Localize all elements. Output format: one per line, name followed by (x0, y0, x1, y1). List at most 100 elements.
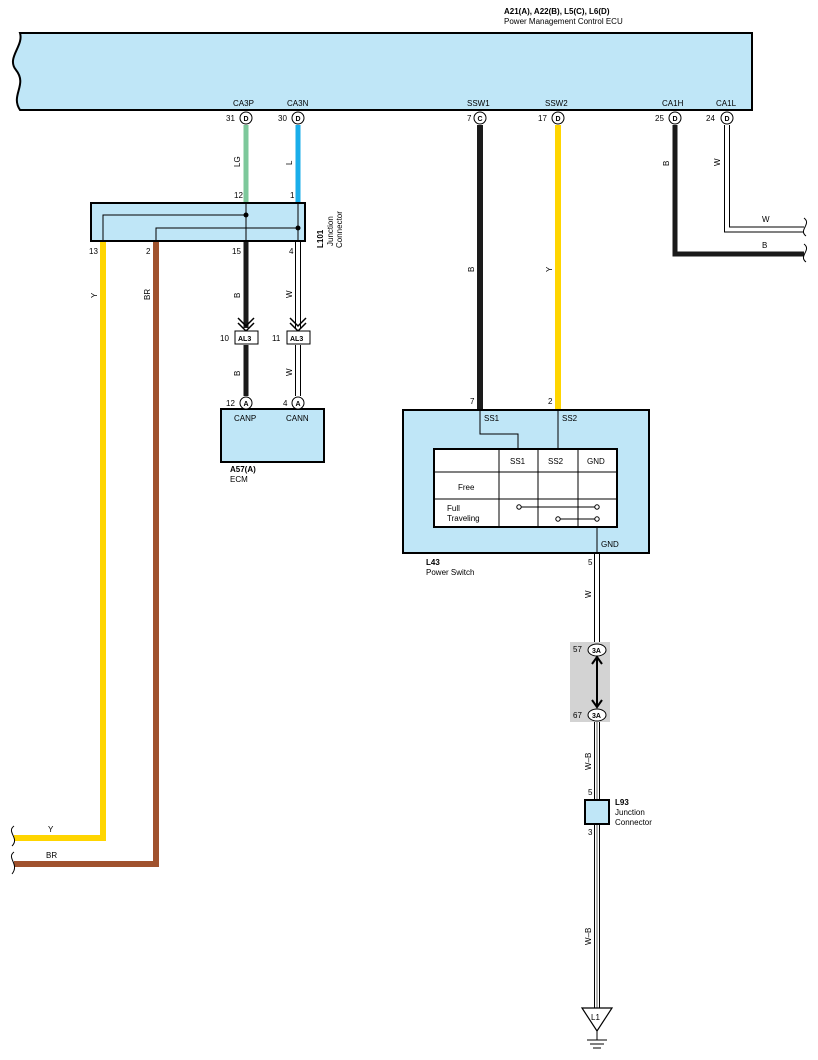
ecu-pin-ca1h: 25 D (655, 111, 682, 125)
l101-splice-b (295, 225, 301, 231)
l93-pin-5: 5 (588, 788, 593, 797)
connector-3a: 3A 3A 57 67 (570, 642, 610, 722)
l43-pin-5: 5 (588, 558, 593, 567)
l93-name2: Connector (615, 818, 652, 827)
l43-term-gnd: GND (601, 540, 619, 549)
break-mark-b (802, 243, 808, 263)
ecu-term-ssw2: SSW2 (545, 99, 568, 108)
l101-pin-15: 15 (232, 247, 241, 256)
svg-text:31: 31 (226, 114, 235, 123)
svg-text:AL3: AL3 (238, 336, 251, 343)
ecm-term-canp: CANP (234, 414, 256, 423)
ecm-box (220, 408, 325, 463)
table-header-gnd: GND (587, 457, 605, 466)
wire-ca1l-w-a (724, 125, 804, 233)
ecu-pin-ca3p: 31 D (226, 111, 253, 125)
svg-text:A: A (296, 401, 301, 408)
l93-code: L93 (615, 798, 629, 807)
svg-text:7: 7 (467, 114, 472, 123)
svg-text:D: D (296, 116, 301, 123)
l93-name1: Junction (615, 808, 645, 817)
wire-label-w-upper: W (285, 290, 294, 298)
wire-label-lg: LG (233, 156, 242, 167)
break-mark-w (802, 217, 808, 237)
ecu-term-ca3p: CA3P (233, 99, 254, 108)
l101-internal-y (102, 214, 246, 241)
ecm-pin-cann: 4 A (283, 396, 305, 410)
l43-term-ss1: SS1 (484, 414, 500, 423)
wire-y-left (14, 242, 106, 841)
l101-name1: Junction (326, 216, 335, 246)
table-header-ss1: SS1 (510, 457, 526, 466)
continuity-ss1-gnd (516, 504, 600, 510)
continuity-ss2-gnd (555, 516, 600, 522)
junction-l101-box (90, 202, 306, 242)
ecu-pin-ca1l: 24 D (706, 111, 734, 125)
l43-name: Power Switch (426, 568, 474, 577)
wire-br-left (14, 242, 159, 867)
svg-text:25: 25 (655, 114, 664, 123)
l101-pin-2: 2 (146, 247, 151, 256)
svg-text:3A: 3A (592, 713, 601, 720)
svg-text:30: 30 (278, 114, 287, 123)
ecu-pin-ca3n: 30 D (278, 111, 305, 125)
table-header-ss2: SS2 (548, 457, 564, 466)
ecm-term-cann: CANN (286, 414, 309, 423)
ecu-term-ca3n: CA3N (287, 99, 309, 108)
svg-text:A: A (244, 401, 249, 408)
svg-text:D: D (556, 116, 561, 123)
table-row-full: Full (447, 504, 460, 513)
wire-label-wb-lower: W–B (584, 928, 593, 945)
l101-pin-13: 13 (89, 247, 98, 256)
table-row-traveling: Traveling (447, 514, 480, 523)
wire-label-gnd-w: W (584, 590, 593, 598)
l43-code: L43 (426, 558, 440, 567)
ecu-term-ca1l: CA1L (716, 99, 737, 108)
table-row-free: Free (458, 483, 475, 492)
ground-l1: L1 (580, 1007, 614, 1049)
svg-text:57: 57 (573, 645, 582, 654)
svg-text:10: 10 (220, 334, 229, 343)
wire-label-ca1l-w: W (713, 158, 722, 166)
al3-connector-b: AL3 10 (220, 317, 259, 345)
wire-label-br: BR (143, 289, 152, 300)
ecu-connectors: A21(A), A22(B), L5(C), L6(D) (504, 7, 610, 16)
svg-text:AL3: AL3 (290, 336, 303, 343)
l43-pin-7: 7 (470, 397, 475, 406)
l101-internal-br (155, 227, 298, 241)
l101-pin-1: 1 (290, 191, 295, 200)
ecu-pin-ssw1: 7 C (467, 111, 487, 125)
offpage-label-y: Y (48, 825, 54, 834)
wire-label-w-lower: W (285, 368, 294, 376)
svg-text:67: 67 (573, 711, 582, 720)
wire-label-y: Y (90, 292, 99, 298)
wire-ca1h-b (672, 125, 804, 257)
l101-name2: Connector (335, 211, 344, 248)
wire-label-ca1h-b: B (662, 161, 671, 166)
svg-text:D: D (725, 116, 730, 123)
svg-text:11: 11 (272, 334, 281, 343)
svg-text:3A: 3A (592, 648, 601, 655)
offpage-label-w: W (762, 215, 770, 224)
break-mark-br (10, 851, 16, 875)
offpage-label-b: B (762, 241, 767, 250)
ecu-name: Power Management Control ECU (504, 17, 623, 26)
switch-table: SS1 SS2 GND Free Full Traveling (433, 448, 618, 528)
wire-label-b-lower: B (233, 371, 242, 376)
offpage-label-br: BR (46, 851, 57, 860)
wire-label-wb-upper: W–B (584, 753, 593, 770)
l93-pin-3: 3 (588, 828, 593, 837)
l43-term-ss2: SS2 (562, 414, 578, 423)
wire-label-ssw1-b: B (467, 267, 476, 272)
svg-text:D: D (673, 116, 678, 123)
ecm-pin-canp: 12 A (226, 396, 253, 410)
l101-pin-12: 12 (234, 191, 243, 200)
ecu-box (11, 32, 753, 111)
svg-text:12: 12 (226, 399, 235, 408)
ecu-term-ssw1: SSW1 (467, 99, 490, 108)
ecu-term-ca1h: CA1H (662, 99, 684, 108)
wire-ca1l-w-b (729, 125, 804, 228)
svg-text:L1: L1 (591, 1013, 600, 1022)
ecu-pin-ssw2: 17 D (538, 111, 565, 125)
